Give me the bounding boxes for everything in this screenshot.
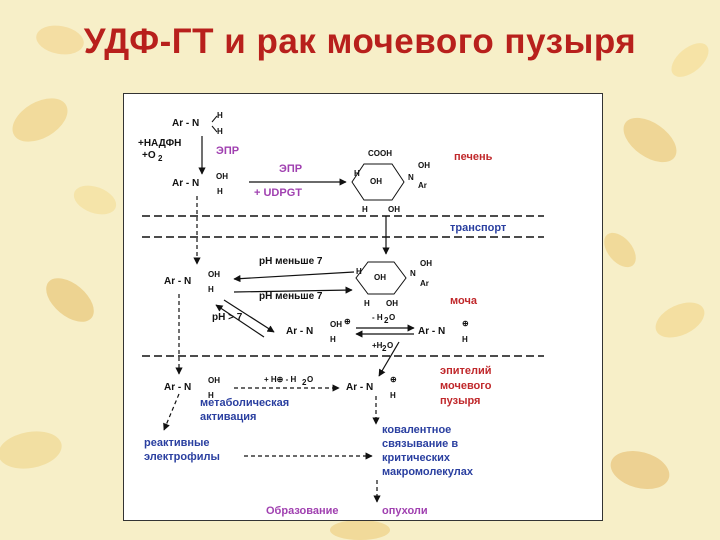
h-plus-minus-h2o-label: + H⊕ - H xyxy=(264,375,296,384)
diagram-panel: Ar - N H H +НАДФН +O 2 ЭПР Ar - N OH H Э… xyxy=(123,93,603,521)
h-label: H xyxy=(356,267,362,276)
covalent-binding-4: макромолекулах xyxy=(382,466,474,478)
nadph-label: +НАДФН xyxy=(138,138,181,149)
udpgt-label: + UDPGT xyxy=(254,187,302,199)
oh-label: OH xyxy=(388,205,400,214)
ph-less7-top: pH меньше 7 xyxy=(259,256,323,267)
n-hydroxy-urine: Ar - N xyxy=(164,276,191,287)
arrow-ph-more7-a xyxy=(223,299,275,333)
nitrenium-ion: Ar - N xyxy=(418,326,445,337)
h-label: H xyxy=(217,127,223,136)
arrow-epi-left-down xyxy=(163,393,180,431)
epithelium-label-3: пузыря xyxy=(440,395,480,407)
reactive-electrophiles-1: реактивные xyxy=(144,437,210,449)
oh-label: OH xyxy=(216,172,228,181)
n-label: N xyxy=(410,269,416,278)
plus-charge: ⊕ xyxy=(462,319,469,328)
ph-more7-label: pH > 7 xyxy=(212,312,243,323)
glucuronide-structure-urine: H OH N OH Ar H OH xyxy=(355,259,432,308)
arrow-ph-less7-bottom xyxy=(233,286,353,294)
covalent-binding-2: связывание в xyxy=(382,438,458,450)
plus-charge: ⊕ xyxy=(344,317,351,326)
o2-subscript: 2 xyxy=(158,154,163,163)
nitrenium-epithelium: Ar - N xyxy=(346,382,373,393)
reactive-electrophiles-2: электрофилы xyxy=(144,451,220,463)
h-plus-minus-h2o-label: O xyxy=(307,375,313,384)
metabolic-activation-1: метаболическая xyxy=(200,397,289,409)
h-label: H xyxy=(364,299,370,308)
h-label: H xyxy=(217,111,223,120)
oh-label: OH xyxy=(386,299,398,308)
n-hydroxy-arylamine: Ar - N xyxy=(172,178,199,189)
epr-left-label: ЭПР xyxy=(216,145,239,157)
minus-h2o-label: O xyxy=(389,313,395,322)
subscript: 2 xyxy=(384,316,389,325)
h-label: H xyxy=(208,391,214,400)
arrow-ph-more7-b xyxy=(215,304,265,338)
urine-label: моча xyxy=(450,295,478,307)
oh-label: OH xyxy=(370,177,382,186)
plus-h2o-label: O xyxy=(387,341,393,350)
slide-title: УДФ-ГТ и рак мочевого пузыря xyxy=(83,22,637,61)
plus-charge: ⊕ xyxy=(390,375,397,384)
ar-label: Ar xyxy=(420,279,429,288)
covalent-binding-3: критических xyxy=(382,452,451,464)
liver-label: печень xyxy=(454,151,493,163)
epithelium-label-1: эпителий xyxy=(440,365,492,377)
arrow-ph-less7-top xyxy=(233,271,355,283)
oh-label: OH xyxy=(418,161,430,170)
n-hydroxy-epithelium: Ar - N xyxy=(164,382,191,393)
arrow-nitrenium-down xyxy=(378,341,400,377)
subscript: 2 xyxy=(382,344,387,353)
covalent-binding-1: ковалентное xyxy=(382,424,451,436)
glucuronide-structure-top: COOH H OH N OH Ar H OH xyxy=(351,149,430,214)
n-label: N xyxy=(408,173,414,182)
formation-label: Образование xyxy=(266,505,339,517)
epr-mid-label: ЭПР xyxy=(279,163,302,175)
transport-label: транспорт xyxy=(450,222,507,234)
arylamine-top: Ar - N xyxy=(172,118,199,129)
oh-label: OH xyxy=(330,320,342,329)
oh-label: OH xyxy=(208,376,220,385)
subscript: 2 xyxy=(302,378,307,387)
h-label: H xyxy=(362,205,368,214)
ar-label: Ar xyxy=(418,181,427,190)
h-label: H xyxy=(217,187,223,196)
oh-label: OH xyxy=(208,270,220,279)
h-label: H xyxy=(354,169,360,178)
h-label: H xyxy=(390,391,396,400)
metabolism-diagram: Ar - N H H +НАДФН +O 2 ЭПР Ar - N OH H Э… xyxy=(138,111,544,517)
hydroxylamine-protonated: Ar - N xyxy=(286,326,313,337)
epithelium-label-2: мочевого xyxy=(440,380,492,392)
h-label: H xyxy=(330,335,336,344)
h-label: H xyxy=(208,285,214,294)
plus-h2o-label: +H xyxy=(372,341,383,350)
h-label: H xyxy=(462,335,468,344)
tumor-label: опухоли xyxy=(382,505,428,517)
cooh-label: COOH xyxy=(368,149,392,158)
o2-label: +O xyxy=(142,150,156,161)
minus-h2o-label: - H xyxy=(372,313,383,322)
oh-label: OH xyxy=(420,259,432,268)
metabolic-activation-2: активация xyxy=(200,411,256,423)
ph-less7-bottom: pH меньше 7 xyxy=(259,291,323,302)
oh-label: OH xyxy=(374,273,386,282)
